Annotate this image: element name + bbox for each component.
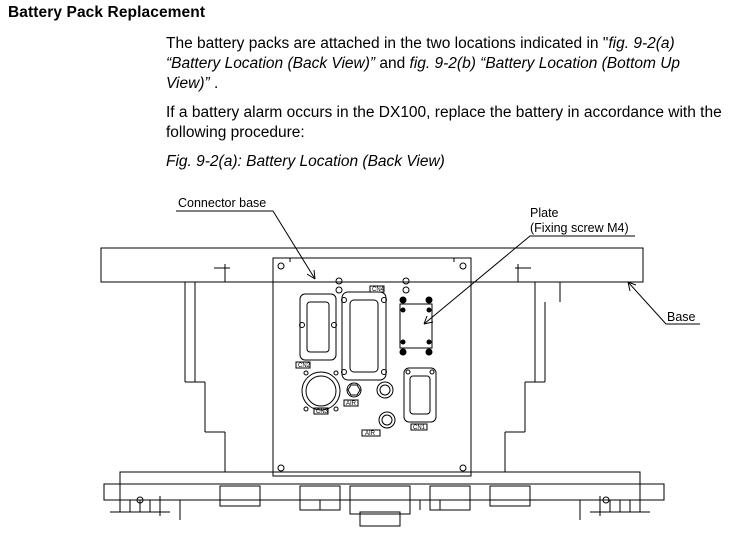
mark-cn2: CN2 (298, 363, 311, 369)
connector-base-panel (272, 257, 472, 477)
figure-ref-b: fig. 9-2(b) “Battery Location (Bottom Up… (166, 55, 681, 92)
intro-text-e: . (213, 75, 219, 92)
label-connector-base: Connector base (178, 196, 266, 210)
intro-paragraph: The battery packs are attached in the tw… (166, 34, 726, 94)
mark-cn1: CN1 (413, 425, 426, 431)
label-plate: Plate (530, 206, 559, 220)
procedure-paragraph: If a battery alarm occurs in the DX100, … (166, 104, 722, 141)
base-outline (100, 247, 665, 527)
label-base: Base (667, 310, 696, 324)
battery-location-diagram: CN4 CN2 CN3 CN1 AIR AIR Connector base P… (100, 196, 700, 527)
intro-text-c: and (375, 55, 410, 72)
callout-lines (176, 210, 700, 325)
figure-ref-a: fig. 9-2(a) “Battery Location (Back View… (166, 35, 675, 72)
mark-cn4: CN4 (372, 287, 385, 293)
section-heading: Battery Pack Replacement (8, 4, 206, 21)
mark-air-2: AIR (365, 431, 376, 437)
intro-text-a: The battery packs are attached in the tw… (166, 35, 609, 52)
figure-caption: Fig. 9-2(a): Battery Location (Back View… (166, 153, 445, 170)
mark-cn3: CN3 (316, 409, 329, 415)
mark-air-1: AIR (346, 401, 357, 407)
label-plate-screw: (Fixing screw M4) (530, 221, 629, 235)
